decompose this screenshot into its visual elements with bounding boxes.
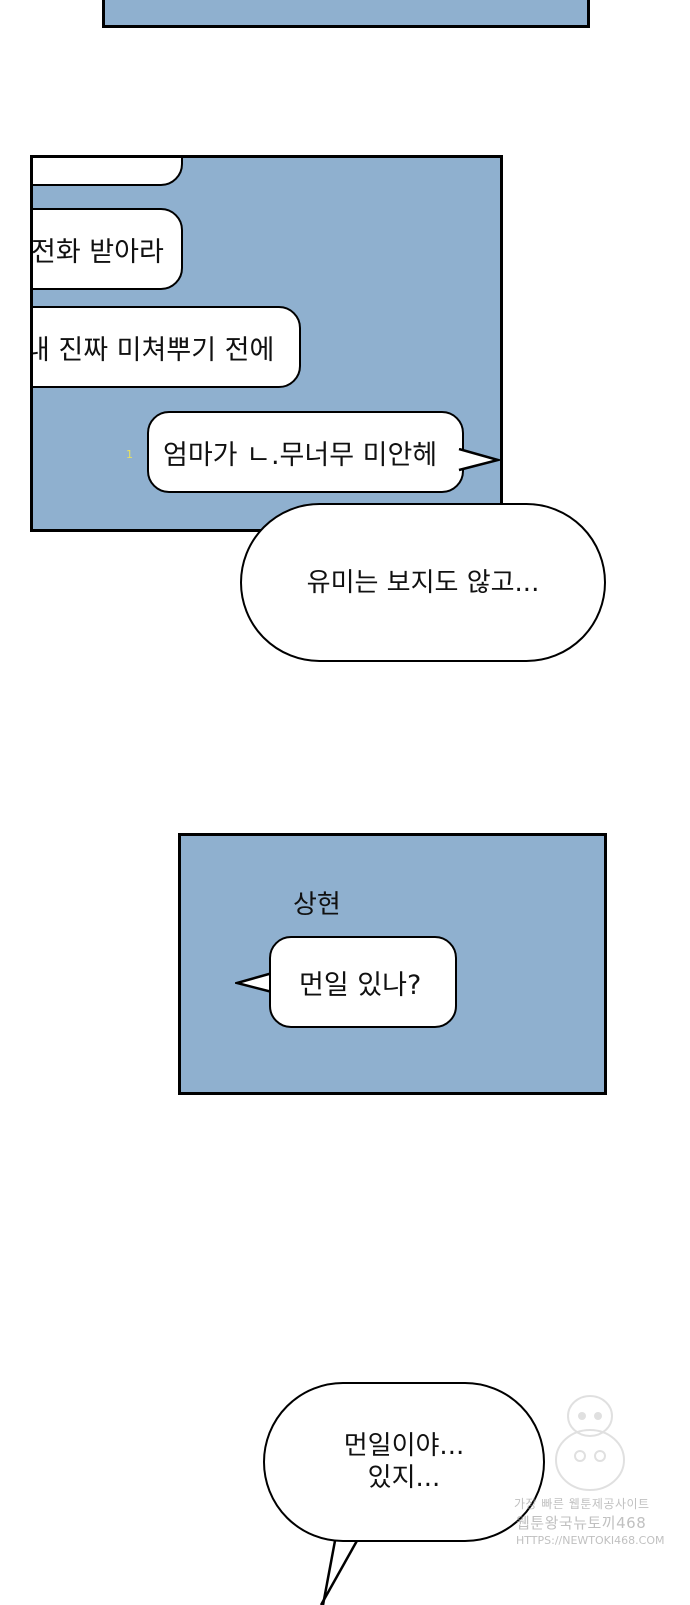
- unread-count: 1: [126, 448, 133, 461]
- narration-bubble-2: 먼일이야... 있지...: [263, 1382, 545, 1542]
- message-text: 전화 받아라: [31, 236, 164, 268]
- message-bubble-call: 전화 받아라: [31, 208, 183, 290]
- message-bubble-sorry: 엄마가 ㄴ.무너무 미안헤: [147, 411, 464, 493]
- narration-bubble-1: 유미는 보지도 않고...: [240, 503, 606, 662]
- top-panel-remnant: [102, 0, 590, 28]
- narration-line-1: 먼일이야...: [343, 1431, 465, 1461]
- narration-line-2: 있지...: [367, 1463, 441, 1493]
- watermark-brand: 웹툰왕국뉴토끼468: [516, 1514, 647, 1532]
- watermark-url: HTTPS://NEWTOKI468.COM: [516, 1534, 665, 1547]
- watermark-tagline: 가장 빠른 웹툰제공사이트: [514, 1497, 650, 1511]
- chat-panel-2: 상현 먼일 있나?: [178, 833, 607, 1095]
- message-text: 먼일 있나?: [299, 969, 422, 1001]
- message-bubble-crazy: 내 진짜 미쳐뿌기 전에: [30, 306, 301, 388]
- watermark-mascot-icon: [555, 1395, 625, 1491]
- sender-name: 상현: [293, 890, 341, 920]
- message-bubble-question: 먼일 있나?: [269, 936, 457, 1028]
- bubble-tail-right: [458, 448, 500, 472]
- message-bubble-cut: [33, 158, 183, 186]
- message-text: 내 진짜 미쳐뿌기 전에: [30, 334, 275, 366]
- speech-tail: [315, 1530, 367, 1605]
- bubble-tail-left: [235, 971, 277, 995]
- chat-panel-1: 전화 받아라 내 진짜 미쳐뿌기 전에 1 엄마가 ㄴ.무너무 미안헤: [30, 155, 503, 532]
- message-text: 엄마가 ㄴ.무너무 미안헤: [163, 439, 438, 471]
- narration-text: 유미는 보지도 않고...: [306, 567, 540, 598]
